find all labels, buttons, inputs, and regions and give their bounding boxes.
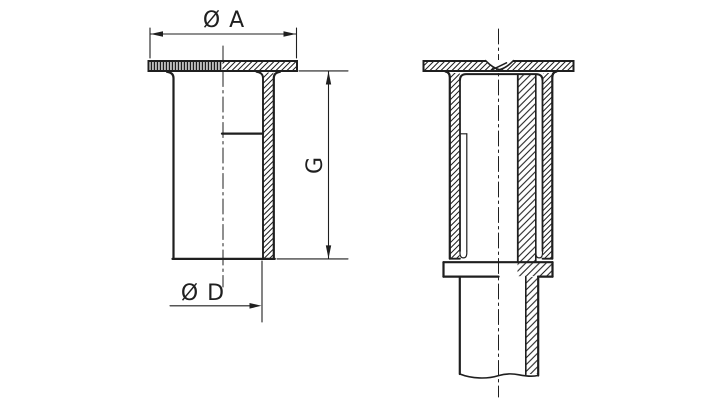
- dim-d-label: Ø D: [181, 281, 225, 306]
- body-left-wall: [165, 70, 175, 260]
- dim-g-label: G: [303, 156, 328, 174]
- dim-a-arrow-right: [283, 31, 296, 37]
- right-thread-end-hook: [535, 250, 544, 259]
- dim-a-arrow-left: [150, 31, 163, 37]
- dim-thread-length: [276, 70, 349, 260]
- left-view-half-section: Ø A G Ø D: [147, 8, 349, 323]
- cavity-ceiling: [459, 73, 544, 81]
- tube-upper-hatch: [518, 75, 536, 262]
- dim-g-arrow-up: [325, 71, 332, 85]
- right-wall-outer: [551, 70, 558, 260]
- left-wall-hatch: [450, 73, 460, 258]
- dim-body-diameter: [169, 260, 263, 323]
- tube-break-line: [459, 373, 539, 379]
- right-view-full-section: [422, 28, 575, 398]
- wall-outer-line: [272, 70, 282, 260]
- left-thread-end-hook: [459, 250, 468, 259]
- dim-d-arrow: [249, 303, 262, 309]
- collar: [442, 261, 554, 278]
- tube-lower-hatch: [526, 277, 538, 374]
- flange-dimple-outline: [484, 59, 515, 71]
- dim-flange-diameter: [149, 27, 298, 59]
- wall-section-hatch: [263, 72, 274, 258]
- right-wall-hatch: [543, 73, 552, 258]
- flange-section-hatch: [222, 61, 296, 71]
- flange-dimple-slash: [491, 62, 508, 71]
- wall-inner-line: [255, 70, 264, 259]
- left-wall-outer: [444, 70, 451, 260]
- flange-knurl: [150, 61, 222, 71]
- collar-hatch: [517, 262, 553, 277]
- dim-g-arrow-down: [325, 245, 332, 259]
- dim-a-label: Ø A: [203, 8, 245, 33]
